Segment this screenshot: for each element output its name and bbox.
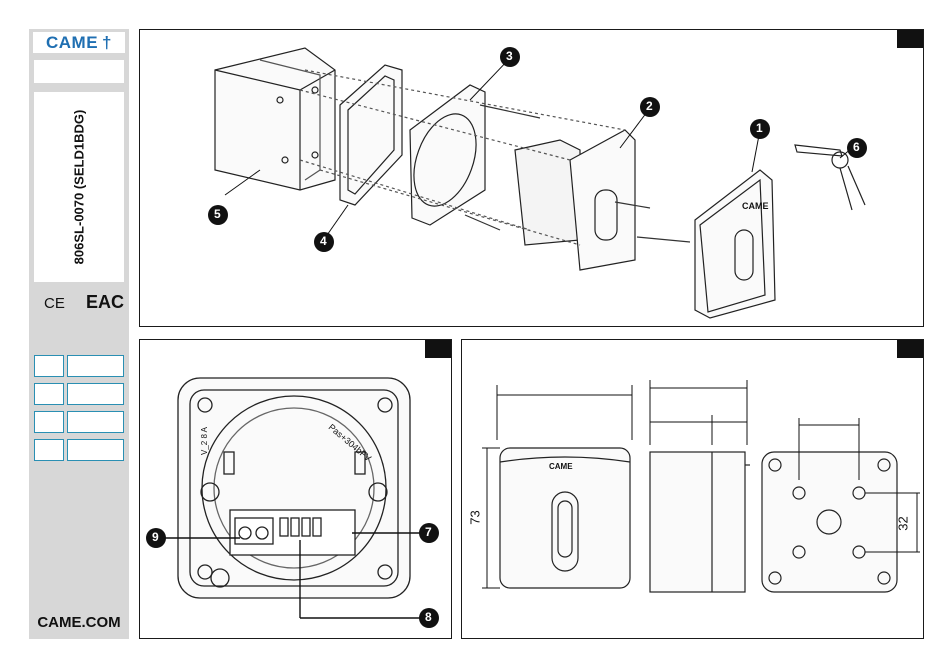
exploded-view-panel: CAME 5 4 3 2 1 6 — [139, 29, 924, 327]
dimension-drawing — [462, 340, 923, 638]
callout-9: 9 — [152, 530, 159, 544]
blank-field — [34, 60, 124, 83]
dimensions-panel: CAME 73 32 — [461, 339, 924, 639]
spacing-dimension: 32 — [896, 516, 911, 530]
callout-5: 5 — [214, 207, 221, 221]
eac-mark: EAC — [86, 292, 124, 313]
height-dimension: 73 — [468, 510, 483, 524]
product-code: 806SL-0070 (SELD1BDG) — [72, 110, 87, 265]
callout-3: 3 — [506, 49, 513, 63]
certification-marks: CE EAC — [34, 290, 124, 316]
lang-box — [67, 355, 124, 377]
callout-6: 6 — [853, 140, 860, 154]
callout-8: 8 — [425, 610, 432, 624]
cover-logo: CAME — [742, 201, 769, 211]
product-code-box: 806SL-0070 (SELD1BDG) — [34, 92, 124, 282]
front-logo: CAME — [549, 462, 573, 471]
cylinder-body — [515, 130, 690, 270]
board-drawing — [140, 340, 451, 638]
lang-box — [67, 439, 124, 461]
exploded-drawing — [140, 30, 923, 326]
callout-7: 7 — [425, 525, 432, 539]
callout-4: 4 — [320, 234, 327, 248]
callout-2: 2 — [646, 99, 653, 113]
brand-name: CAME — [46, 33, 98, 52]
footer: CAME.COM — [29, 606, 129, 639]
gasket — [340, 65, 402, 205]
rear-housing — [215, 48, 335, 190]
board-view-panel: Pas+304bFV V_2 8 A 9 8 7 — [139, 339, 452, 639]
came-logo: CAME† — [33, 32, 125, 53]
lang-box — [34, 355, 64, 377]
front-cover — [695, 170, 775, 318]
board-side-label: V_2 8 A — [200, 427, 209, 455]
lang-box — [34, 439, 64, 461]
website-text: CAME.COM — [29, 614, 129, 631]
lang-box — [34, 411, 64, 433]
callout-1: 1 — [756, 121, 763, 135]
ce-mark: CE — [44, 295, 65, 312]
lang-box — [34, 383, 64, 405]
lang-box — [67, 411, 124, 433]
lang-box — [67, 383, 124, 405]
tree-icon: † — [102, 33, 112, 52]
